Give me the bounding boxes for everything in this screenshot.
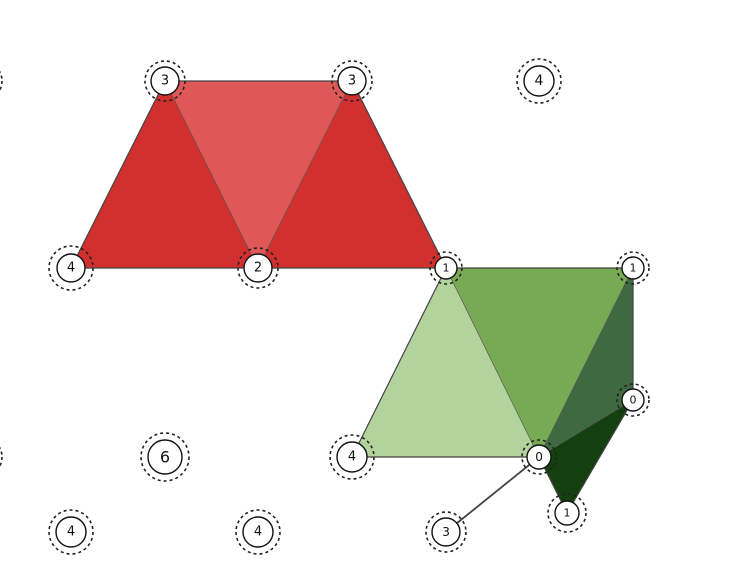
node-label: 4 xyxy=(67,261,75,276)
node[interactable]: 4 xyxy=(235,509,281,555)
node-label: 4 xyxy=(348,450,356,465)
node[interactable]: 3 xyxy=(144,60,186,102)
node[interactable]: 4 xyxy=(329,434,375,480)
node-label: 4 xyxy=(535,73,544,89)
node[interactable]: 1 xyxy=(547,493,587,533)
node-label: 3 xyxy=(348,74,356,89)
node-label: 0 xyxy=(535,450,543,464)
node[interactable]: 1 xyxy=(616,251,650,285)
node[interactable]: 0 xyxy=(521,439,557,475)
node[interactable]: 1 xyxy=(429,251,463,285)
node[interactable] xyxy=(0,437,3,477)
node[interactable]: 2 xyxy=(237,247,279,289)
connector-edge xyxy=(445,456,540,533)
node-label: 3 xyxy=(442,525,450,539)
node[interactable] xyxy=(0,61,3,101)
node-label: 1 xyxy=(630,262,637,275)
node[interactable]: 3 xyxy=(425,511,467,553)
node-label: 4 xyxy=(67,525,75,540)
node[interactable]: 6 xyxy=(140,432,190,482)
node-label: 1 xyxy=(564,507,571,520)
node-label: 1 xyxy=(443,262,450,275)
node-label: 6 xyxy=(160,448,170,467)
green-piece[interactable] xyxy=(351,267,634,515)
red-piece[interactable] xyxy=(70,80,447,269)
node-label: 4 xyxy=(254,525,262,540)
node[interactable]: 3 xyxy=(331,60,373,102)
node-label: 3 xyxy=(161,74,169,89)
node[interactable]: 4 xyxy=(48,245,94,291)
node[interactable]: 4 xyxy=(516,58,562,104)
node-label: 2 xyxy=(254,261,262,276)
node-label: 0 xyxy=(630,394,637,407)
node[interactable]: 4 xyxy=(48,509,94,555)
node[interactable]: 0 xyxy=(616,383,650,417)
